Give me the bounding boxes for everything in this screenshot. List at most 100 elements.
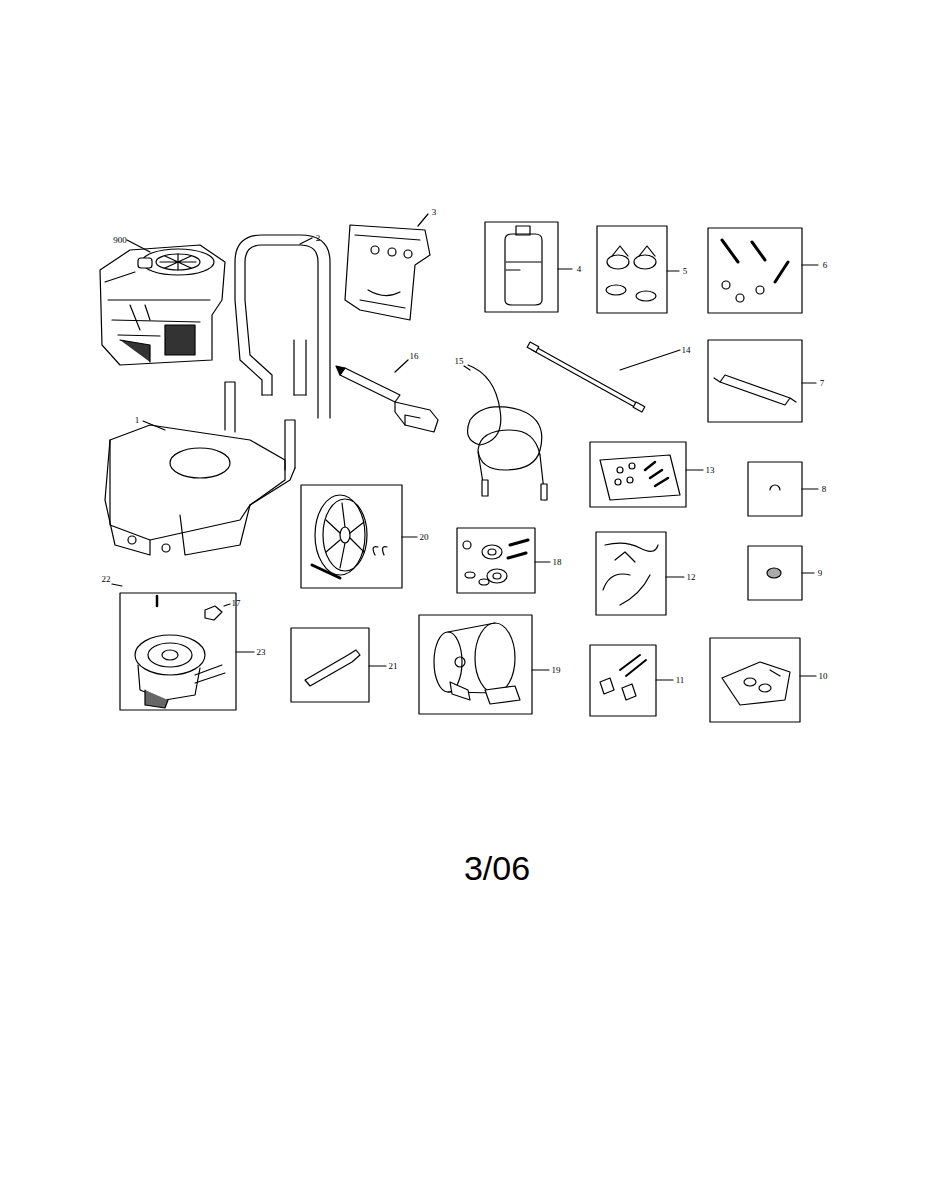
illustration-stroke	[506, 262, 541, 270]
callout-number: 13	[706, 466, 715, 475]
callout-number: 20	[420, 533, 429, 542]
callout-number: 16	[410, 352, 419, 361]
callout-number: 10	[819, 672, 828, 681]
illustration-stroke	[535, 561, 550, 562]
illustration-stroke	[710, 638, 800, 722]
illustration-stroke	[262, 394, 306, 395]
callout-number: 11	[676, 676, 685, 685]
callout-number: 15	[455, 357, 464, 366]
illustration-stroke	[708, 340, 802, 422]
illustration-stroke	[629, 463, 635, 469]
illustration-stroke	[505, 234, 542, 305]
illustration-stroke	[617, 467, 623, 473]
illustration-stroke	[748, 462, 802, 516]
illustration-stroke	[340, 368, 400, 402]
illustration-stroke	[156, 596, 159, 606]
illustration-stroke	[736, 294, 744, 302]
illustration-stroke	[463, 541, 471, 549]
illustration-stroke	[434, 632, 462, 692]
illustration-stroke	[127, 240, 150, 252]
illustration-stroke	[600, 455, 680, 500]
illustration-stroke	[464, 366, 470, 370]
illustration-stroke	[371, 246, 379, 254]
illustration-stroke	[508, 540, 528, 558]
illustration-stroke	[300, 238, 312, 244]
illustration-stroke	[143, 421, 165, 430]
illustration-stroke	[323, 499, 367, 571]
callout-number: 19	[552, 666, 561, 675]
illustration-stroke	[800, 675, 816, 676]
illustration-stroke	[373, 547, 387, 555]
illustration-stroke	[759, 684, 771, 692]
illustration-stroke	[345, 225, 430, 320]
illustration-stroke	[162, 544, 170, 552]
illustration-stroke	[395, 402, 438, 432]
illustration-stroke	[532, 669, 549, 670]
illustration-stroke	[607, 255, 629, 269]
callout-number: 12	[687, 573, 696, 582]
illustration-stroke	[767, 568, 781, 578]
callout-number: 21	[389, 662, 398, 671]
callout-number: 1	[135, 416, 140, 425]
callout-number: 9	[818, 569, 823, 578]
illustration-stroke	[802, 488, 818, 489]
illustration-stroke	[405, 415, 420, 425]
illustration-stroke	[645, 462, 668, 486]
illustration-stroke	[395, 360, 408, 372]
illustration-stroke	[291, 628, 369, 702]
callout-number: 5	[683, 267, 688, 276]
illustration-stroke	[482, 480, 488, 496]
date-code: 3/06	[464, 851, 530, 885]
illustration-stroke	[633, 402, 645, 412]
illustration-stroke	[205, 606, 222, 620]
illustration-stroke	[224, 604, 230, 606]
illustration-stroke	[686, 469, 703, 470]
callout-number: 7	[820, 379, 825, 388]
illustration-stroke	[312, 565, 340, 578]
illustration-stroke	[457, 528, 535, 593]
illustration-stroke	[615, 479, 621, 485]
illustration-stroke	[110, 425, 285, 540]
illustration-stroke	[667, 270, 679, 271]
illustration-stroke	[160, 254, 196, 270]
illustration-stroke	[485, 686, 520, 704]
illustration-stroke	[485, 222, 558, 312]
callout-number: 23	[257, 648, 266, 657]
illustration-stroke	[100, 214, 818, 722]
illustration-stroke	[285, 420, 295, 470]
illustration-stroke	[612, 246, 655, 256]
illustration-stroke	[590, 442, 686, 507]
callout-number: 22	[102, 575, 111, 584]
illustration-stroke	[156, 254, 200, 270]
illustration-stroke	[482, 545, 502, 559]
illustration-stroke	[120, 593, 236, 710]
callout-number: 2	[316, 234, 321, 243]
illustration-stroke	[225, 382, 235, 432]
illustration-stroke	[802, 382, 816, 383]
illustration-stroke	[250, 468, 295, 505]
illustration-stroke	[170, 448, 230, 478]
illustration-stroke	[600, 678, 636, 700]
illustration-stroke	[493, 573, 501, 579]
illustration-stroke	[620, 655, 646, 676]
illustration-stroke	[770, 670, 780, 676]
illustration-stroke	[656, 679, 673, 680]
illustration-stroke	[708, 228, 802, 313]
illustration-stroke	[455, 657, 465, 667]
illustration-stroke	[105, 440, 250, 555]
illustration-stroke	[388, 248, 396, 256]
callout-number: 900	[113, 236, 127, 245]
illustration-stroke	[596, 532, 666, 615]
illustration-stroke	[195, 665, 225, 683]
illustration-stroke	[305, 650, 360, 686]
illustration-stroke	[722, 240, 788, 282]
illustration-stroke	[590, 645, 656, 716]
illustration-stroke	[802, 264, 818, 265]
illustration-stroke	[112, 584, 122, 586]
callout-number: 4	[577, 265, 582, 274]
illustration-stroke	[475, 623, 515, 693]
illustration-stroke	[135, 635, 205, 675]
illustration-stroke	[236, 651, 254, 652]
illustration-stroke	[532, 346, 642, 410]
